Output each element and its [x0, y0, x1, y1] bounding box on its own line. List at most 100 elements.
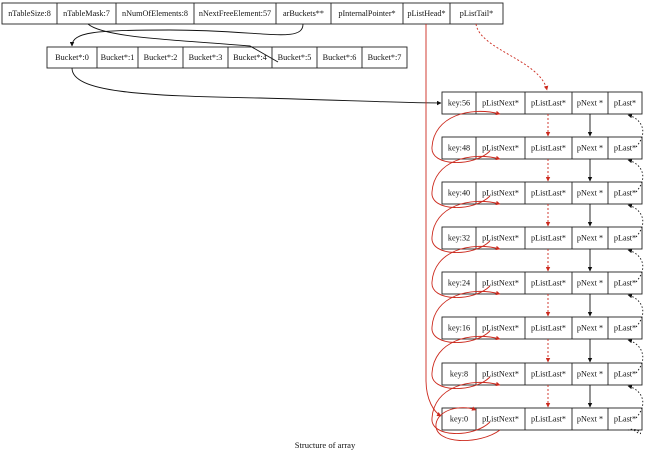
edge-plast	[627, 113, 644, 148]
header-record-frame	[1, 2, 504, 25]
bucket-node: key:0 pListNext* pListLast* pNext * pLast*	[441, 407, 643, 431]
bucket-node-field-pnext: pNext *	[577, 99, 603, 108]
edge-plistnext	[431, 155, 501, 208]
edge-listtail-to-key56	[475, 23, 549, 91]
bucket-node-field-pnext: pNext *	[577, 324, 603, 333]
header-field-plisthead: pListHead*	[407, 9, 445, 18]
bucket-node-field-pnext: pNext *	[577, 189, 603, 198]
edge-plistnext	[431, 110, 501, 163]
bucket-slot-7: Bucket*:7	[368, 53, 402, 62]
edge-plistnext	[431, 200, 501, 253]
edge-plast	[627, 158, 644, 193]
bucket-slot-5: Bucket*:5	[278, 53, 312, 62]
bucket-node-key: key:8	[450, 370, 468, 379]
edge-plistnext	[431, 335, 501, 389]
bucket-node-field-pnext: pNext *	[577, 415, 603, 424]
bucket-node-field-plast: pLast*	[614, 415, 636, 424]
bucket-array-record: Bucket*:0 Bucket*:1 Bucket*:2 Bucket*:3 Buck…	[46, 46, 408, 69]
bucket-node: key:56 pListNext* pListLast* pNext * pLast*	[441, 91, 643, 115]
bucket-node-field-plast: pLast*	[614, 144, 636, 153]
bucket-node-field-plistnext: pListNext*	[482, 234, 519, 243]
bucket-node-field-plast: pLast*	[614, 370, 636, 379]
bucket-node-key: key:16	[448, 324, 470, 333]
bucket-node: key:16 pListNext* pListLast* pNext * pLast*	[441, 316, 643, 340]
bucket-node-field-plistlast: pListLast*	[531, 144, 566, 153]
edge-plast	[627, 384, 644, 419]
bucket-node-key: key:0	[450, 415, 468, 424]
edge-plistnext	[431, 245, 501, 298]
bucket-node-frame	[441, 181, 643, 205]
bucket-node-field-plistlast: pListLast*	[531, 370, 566, 379]
edge-plast	[627, 293, 644, 328]
bucket-node-frame	[441, 226, 643, 250]
bucket-node-field-pnext: pNext *	[577, 279, 603, 288]
bucket-slot-4: Bucket*:4	[233, 53, 267, 62]
edge-plast-tail	[627, 428, 641, 435]
edge-plistnext	[431, 290, 501, 343]
edge-plistnext	[431, 381, 501, 434]
bucket-node-field-plistnext: pListNext*	[482, 189, 519, 198]
bucket-node: key:32 pListNext* pListLast* pNext * pLast*	[441, 226, 643, 250]
bucket-node-field-plistlast: pListLast*	[531, 324, 566, 333]
bucket-node-field-plast: pLast*	[614, 189, 636, 198]
bucket-node-field-plistlast: pListLast*	[531, 234, 566, 243]
header-field-nnumofelements: nNumOfElements:8	[122, 9, 188, 18]
bucket-node-key: key:56	[448, 99, 470, 108]
bucket-node-field-pnext: pNext *	[577, 144, 603, 153]
bucket-node-key: key:40	[448, 189, 470, 198]
bucket-node-frame	[441, 271, 643, 295]
bucket-node-field-plistnext: pListNext*	[482, 370, 519, 379]
bucket-node-field-plistnext: pListNext*	[482, 415, 519, 424]
edge-bucket0-to-key56	[71, 67, 442, 106]
edge-header-to-bucket-slot	[87, 23, 279, 63]
header-field-ntablemask: nTableMask:7	[63, 9, 110, 18]
bucket-node-field-pnext: pNext *	[577, 370, 603, 379]
edge-plast	[627, 203, 644, 238]
bucket-node-field-plast: pLast*	[614, 279, 636, 288]
bucket-node-field-plistnext: pListNext*	[482, 279, 519, 288]
bucket-node-field-plast: pLast*	[614, 99, 636, 108]
header-field-pinternalpointer: pInternalPointer*	[338, 9, 395, 18]
bucket-node-field-plistnext: pListNext*	[482, 99, 519, 108]
bucket-node-key: key:32	[448, 234, 470, 243]
bucket-node-frame	[441, 362, 643, 386]
bucket-node-field-plistnext: pListNext*	[482, 144, 519, 153]
edge-plistnext-tail	[435, 406, 501, 441]
pointer-edges	[69, 23, 644, 441]
bucket-node-field-plistnext: pListNext*	[482, 324, 519, 333]
bucket-node-frame	[441, 407, 643, 431]
header-field-nnextfreeelement: nNextFreeElement:57	[199, 9, 271, 18]
diagram-caption: Structure of array	[295, 440, 356, 450]
bucket-node: key:24 pListNext* pListLast* pNext * pLast*	[441, 271, 643, 295]
header-field-ntablesize: nTableSize:8	[8, 9, 51, 18]
bucket-slot-6: Bucket*:6	[323, 53, 357, 62]
bucket-slot-1: Bucket*:1	[101, 53, 135, 62]
bucket-node-field-plistlast: pListLast*	[531, 279, 566, 288]
edge-arbuckets-to-bucket-array	[69, 23, 304, 47]
header-field-arbuckets: arBuckets**	[283, 9, 324, 18]
bucket-node-field-plistlast: pListLast*	[531, 99, 566, 108]
bucket-node-field-plistlast: pListLast*	[531, 415, 566, 424]
bucket-slot-0: Bucket*:0	[55, 53, 89, 62]
edge-plast	[627, 248, 644, 283]
bucket-node-field-plistlast: pListLast*	[531, 189, 566, 198]
edge-listhead-to-key0	[425, 24, 442, 417]
bucket-node-key: key:48	[448, 144, 470, 153]
bucket-node-frame	[441, 91, 643, 115]
header-field-plisttail: pListTail*	[460, 9, 494, 18]
bucket-slot-3: Bucket*:3	[189, 53, 223, 62]
bucket-slot-2: Bucket*:2	[144, 53, 178, 62]
bucket-node: key:8 pListNext* pListLast* pNext * pLast*	[441, 362, 643, 386]
bucket-node-field-plast: pLast*	[614, 234, 636, 243]
bucket-node-field-plast: pLast*	[614, 324, 636, 333]
bucket-node-key: key:24	[448, 279, 470, 288]
bucket-node: key:40 pListNext* pListLast* pNext * pLast*	[441, 181, 643, 205]
bucket-node: key:48 pListNext* pListLast* pNext * pLast*	[441, 136, 643, 160]
edge-plast	[627, 338, 644, 374]
bucket-node-field-pnext: pNext *	[577, 234, 603, 243]
bucket-node-frame	[441, 136, 643, 160]
bucket-node-frame	[441, 316, 643, 340]
